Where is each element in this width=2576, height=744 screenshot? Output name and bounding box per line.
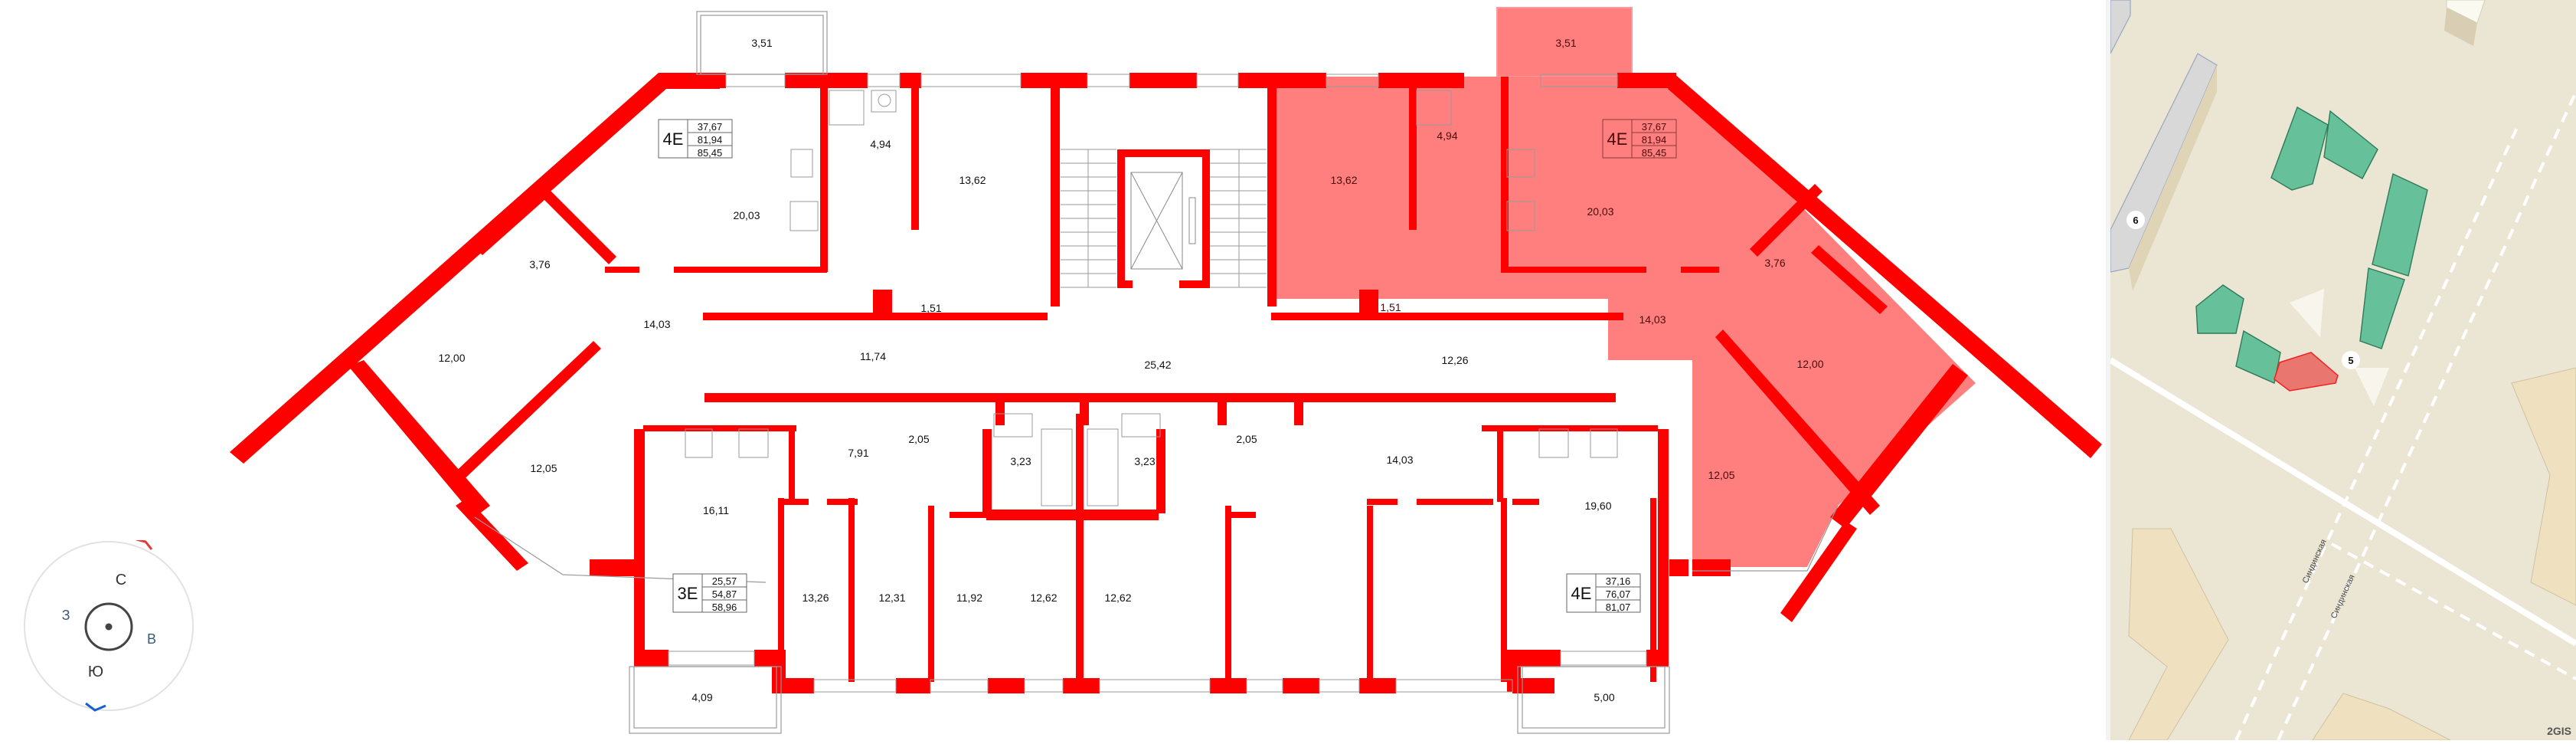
room-area: 3,23 (1134, 455, 1155, 467)
compass-east-label: В (147, 631, 156, 647)
location-map[interactable]: 6 5 Синдинская Синдинская 2GIS (2110, 0, 2576, 740)
room-area: 25,42 (1144, 359, 1171, 371)
compass-ring (24, 541, 194, 711)
road (2110, 357, 2576, 647)
room-area: 3,76 (529, 258, 550, 270)
apartment-info-box[interactable]: 4Е 37,16 76,07 81,07 (1566, 573, 1641, 613)
apartment-type: 4Е (1607, 129, 1628, 149)
balconies (474, 11, 1839, 734)
svg-text:5: 5 (2348, 355, 2353, 366)
apartment-type: 3Е (678, 584, 698, 603)
room-area: 12,05 (1708, 469, 1734, 481)
building-beige (2128, 528, 2229, 740)
total-with-balcony: 81,07 (1606, 601, 1631, 613)
compass-dial-icon (84, 602, 133, 651)
room-area: 3,76 (1764, 257, 1785, 269)
entrance-marker (2355, 368, 2389, 406)
windows (668, 74, 1647, 693)
room-area: 2,05 (1236, 433, 1257, 445)
room-labels: 3,51 20,03 4,94 13,62 1,51 3,76 14,03 12… (438, 37, 1823, 703)
house-number-badge[interactable]: 5 (2342, 351, 2360, 369)
svg-text:6: 6 (2133, 215, 2138, 226)
room-area: 11,92 (956, 592, 982, 604)
road-dashed (2234, 122, 2521, 740)
road-dashed (2331, 542, 2576, 680)
road-dashed (2277, 91, 2576, 740)
room-area: 1,51 (920, 302, 941, 314)
living-area: 37,16 (1606, 575, 1631, 587)
room-area: 13,26 (802, 592, 829, 604)
room-area: 3,51 (751, 37, 772, 49)
room-area: 4,94 (1437, 129, 1457, 142)
map-attribution: 2GIS (2547, 725, 2571, 737)
total-area: 81,94 (698, 134, 723, 146)
apartment-info-box[interactable]: 4Е 37,67 81,94 85,45 (658, 119, 733, 159)
building-beige-side (2444, 8, 2477, 46)
entrance-marker (2290, 289, 2324, 337)
floor-plan: 3,51 20,03 4,94 13,62 1,51 3,76 14,03 12… (230, 7, 2102, 734)
room-area: 12,00 (1796, 358, 1823, 370)
room-area: 4,94 (870, 138, 891, 150)
building-complex-green (2195, 106, 2428, 384)
room-area: 7,91 (848, 447, 868, 459)
building-selected[interactable] (2274, 352, 2339, 392)
panel-divider (2106, 0, 2110, 740)
room-area: 5,00 (1594, 691, 1614, 703)
floor-plan-panel: 3,51 20,03 4,94 13,62 1,51 3,76 14,03 12… (23, 7, 2102, 734)
room-area: 14,03 (1639, 313, 1666, 326)
room-area: 2,05 (908, 433, 929, 445)
total-area: 76,07 (1606, 588, 1631, 600)
building-grey (2110, 0, 2131, 54)
compass-south-label: Ю (88, 664, 103, 680)
apartment-info-box[interactable]: 3Е 25,57 54,87 58,96 (672, 573, 747, 613)
south-marker-icon (85, 702, 106, 712)
room-area: 12,05 (530, 462, 557, 474)
room-area: 13,62 (959, 174, 986, 186)
apartment-type: 4Е (663, 129, 684, 149)
compass-west-label: З (62, 608, 70, 623)
selected-apartment-highlight[interactable] (1271, 7, 1976, 567)
room-area: 20,03 (1587, 205, 1613, 218)
living-area: 37,67 (698, 121, 723, 133)
room-area: 13,62 (1330, 174, 1357, 186)
stairs (1061, 149, 1267, 288)
walls (230, 73, 2102, 693)
room-area: 3,23 (1010, 455, 1031, 467)
room-area: 12,26 (1441, 354, 1468, 366)
room-area: 20,03 (733, 209, 760, 221)
room-area: 12,00 (438, 352, 465, 364)
living-area: 37,67 (1642, 121, 1667, 133)
building-beige (2312, 693, 2451, 740)
compass: С З В Ю (23, 538, 195, 712)
north-marker-icon (136, 538, 153, 550)
room-area: 12,62 (1030, 592, 1057, 604)
map-canvas[interactable]: 6 5 Синдинская Синдинская (2110, 0, 2576, 740)
room-area: 19,60 (1584, 500, 1611, 512)
fixtures (685, 90, 1618, 506)
total-with-balcony: 58,96 (712, 601, 737, 613)
room-area: 14,03 (1386, 454, 1413, 466)
living-area: 25,57 (712, 575, 737, 587)
room-area: 3,51 (1555, 37, 1576, 49)
apartment-type: 4Е (1571, 584, 1592, 603)
room-area: 1,51 (1380, 301, 1401, 313)
total-with-balcony: 85,45 (1642, 147, 1667, 159)
room-area: 16,11 (703, 504, 729, 516)
compass-north-label: С (116, 572, 126, 588)
room-area: 14,03 (643, 318, 670, 330)
building-beige (2511, 367, 2576, 606)
room-area: 12,31 (878, 592, 905, 604)
building-grey-side (2129, 65, 2217, 291)
elevator-icon (1130, 172, 1196, 270)
total-area: 54,87 (712, 588, 737, 600)
room-area: 12,62 (1104, 592, 1131, 604)
apartment-info-box-selected[interactable]: 4Е 37,67 81,94 85,45 (1602, 119, 1677, 159)
room-area: 4,09 (691, 691, 712, 703)
house-number-badge[interactable]: 6 (2127, 211, 2145, 229)
total-with-balcony: 85,45 (698, 147, 723, 159)
room-area: 11,74 (860, 350, 886, 362)
total-area: 81,94 (1642, 134, 1667, 146)
